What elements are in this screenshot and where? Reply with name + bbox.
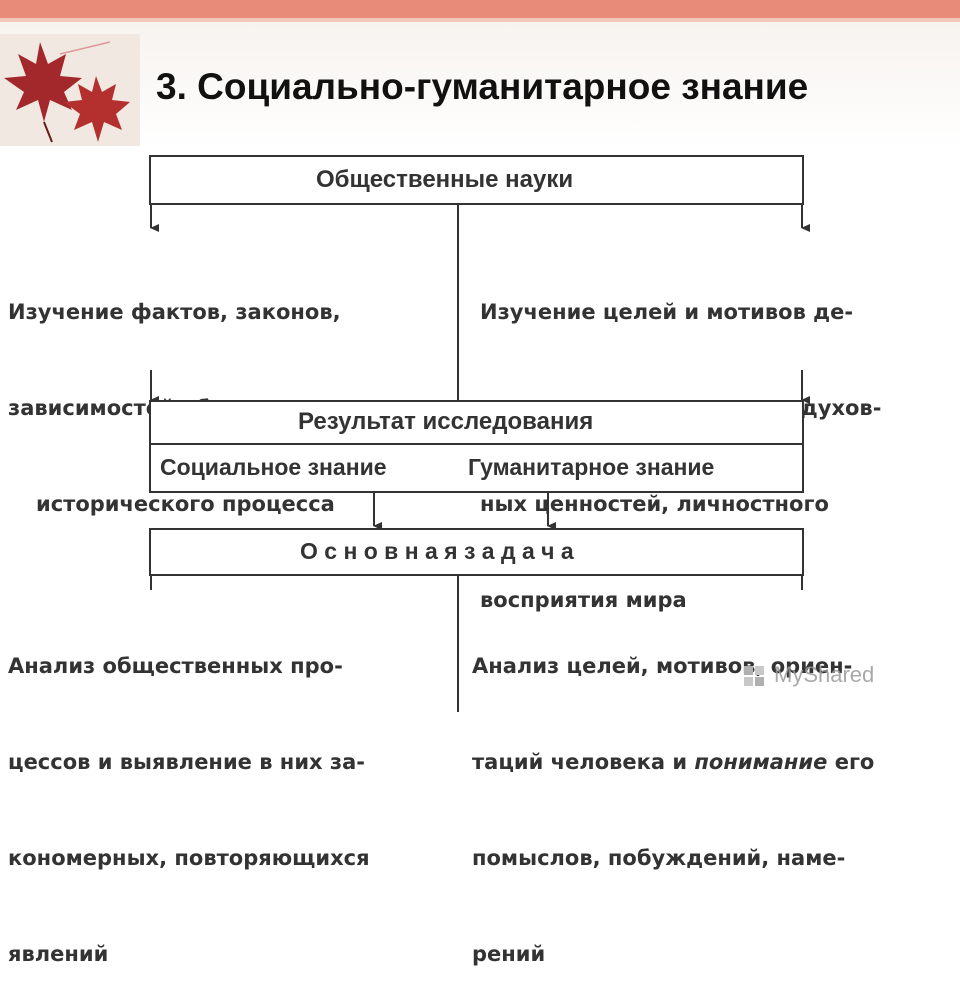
left-task-text: Анализ общественных про- цессов и выявле…	[8, 586, 370, 1002]
social-knowledge-label: Социальное знание	[160, 454, 387, 481]
right-task-line-2: таций человека и понимание его	[472, 746, 874, 778]
right-task-line-3: помыслов, побуждений, наме-	[472, 842, 874, 874]
right-task-line-4: рений	[472, 938, 874, 970]
right-study-line-1: Изучение целей и мотивов де-	[480, 296, 881, 328]
social-sciences-label: Общественные науки	[316, 166, 573, 194]
left-task-line-3: кономерных, повторяющихся	[8, 842, 370, 874]
watermark-logo-icon	[742, 664, 766, 688]
right-task-text: Анализ целей, мотивов, ориен- таций чело…	[472, 586, 874, 1002]
left-task-line-2: цессов и выявление в них за-	[8, 746, 370, 778]
right-task-emphasis: понимание	[694, 750, 827, 774]
left-study-line-1: Изучение фактов, законов,	[8, 296, 353, 328]
main-task-label: О с н о в н а я з а д а ч а	[300, 538, 574, 565]
left-study-text: Изучение фактов, законов, зависимостей о…	[8, 232, 353, 552]
left-task-line-4: явлений	[8, 938, 370, 970]
right-task-line-2-end: его	[827, 750, 874, 774]
result-label: Результат исследования	[298, 408, 593, 436]
right-task-line-2-start: таций человека и	[472, 750, 694, 774]
watermark-text: MyShared	[774, 662, 874, 688]
humanitarian-knowledge-label: Гуманитарное знание	[468, 454, 714, 481]
left-task-line-1: Анализ общественных про-	[8, 650, 370, 682]
